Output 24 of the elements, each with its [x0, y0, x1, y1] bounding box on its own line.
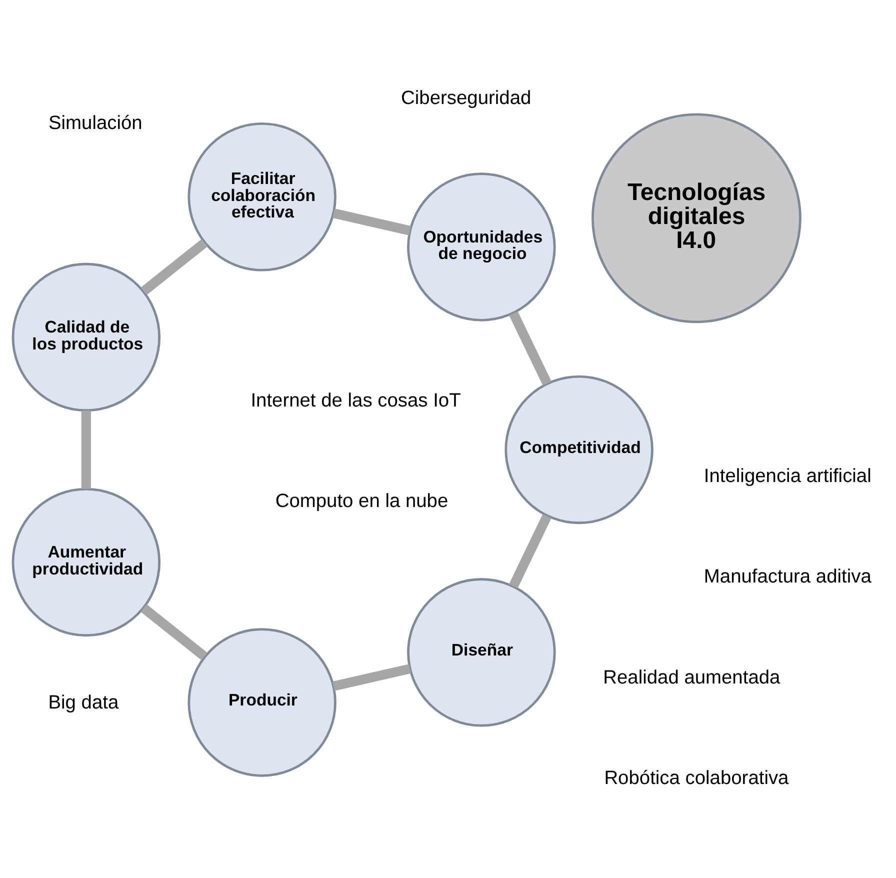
label: Robótica colaborativa — [604, 768, 789, 789]
node-circle: Facilitar colaboración efectiva — [188, 122, 336, 271]
connector — [509, 310, 552, 386]
connector — [81, 410, 91, 488]
label: Inteligencia artificial — [704, 465, 872, 486]
connector — [140, 604, 208, 660]
label: Manufactura aditiva — [704, 566, 872, 588]
connector — [508, 514, 552, 588]
label: Ciberseguridad — [401, 87, 532, 108]
label: Computo en la nube — [275, 490, 448, 512]
node-circle: Oportunidades de negocio — [407, 172, 556, 321]
node-circle: Calidad de los productos — [12, 262, 161, 412]
node-circle: Aumentar productividad — [12, 487, 161, 636]
node-circle: Tecnologías digitales I4.0 — [592, 112, 802, 323]
label: Internet de las cosas IoT — [250, 390, 461, 411]
connector — [332, 664, 411, 690]
node-circle: Competitividad — [504, 374, 654, 524]
label: Big data — [48, 692, 119, 714]
connector — [332, 208, 412, 235]
connector — [140, 238, 208, 295]
node-circle: Producir — [188, 628, 336, 776]
label: Simulación — [48, 112, 142, 134]
label: Realidad aumentada — [603, 666, 780, 688]
node-circle: Diseñar — [407, 578, 556, 726]
